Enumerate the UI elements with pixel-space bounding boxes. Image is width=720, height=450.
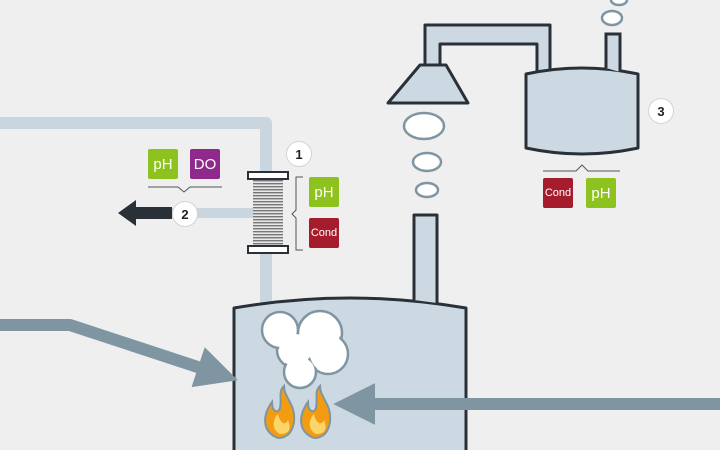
left-inlet-pipe	[0, 319, 238, 388]
point-2-do-badge: DO	[190, 149, 220, 179]
tank-steam-puffs	[600, 0, 629, 27]
bracket-point2	[148, 186, 222, 193]
hood-steam-puffs	[402, 111, 446, 199]
point-2-ph-badge: pH	[148, 149, 178, 179]
bracket-point1	[291, 176, 303, 251]
point-3-marker: 3	[648, 98, 674, 124]
point-1-ph-badge: pH	[309, 177, 339, 207]
heat-exchanger-top-cap	[247, 171, 289, 180]
point-3-cond-badge: Cond	[543, 178, 573, 208]
bracket-point3	[543, 164, 620, 172]
heat-exchanger-coil	[253, 178, 283, 246]
point-1-cond-badge: Cond	[309, 218, 339, 248]
heat-exchanger-bottom-cap	[247, 245, 289, 254]
point-1-marker: 1	[286, 141, 312, 167]
exhaust-hood	[386, 63, 470, 105]
steam-riser	[412, 213, 439, 303]
burner-flames	[264, 383, 332, 440]
tank-vent	[604, 32, 622, 72]
point-3-ph-badge: pH	[586, 178, 616, 208]
condensate-tank	[524, 66, 640, 156]
outlet-arrow	[118, 200, 172, 226]
point-2-marker: 2	[172, 201, 198, 227]
